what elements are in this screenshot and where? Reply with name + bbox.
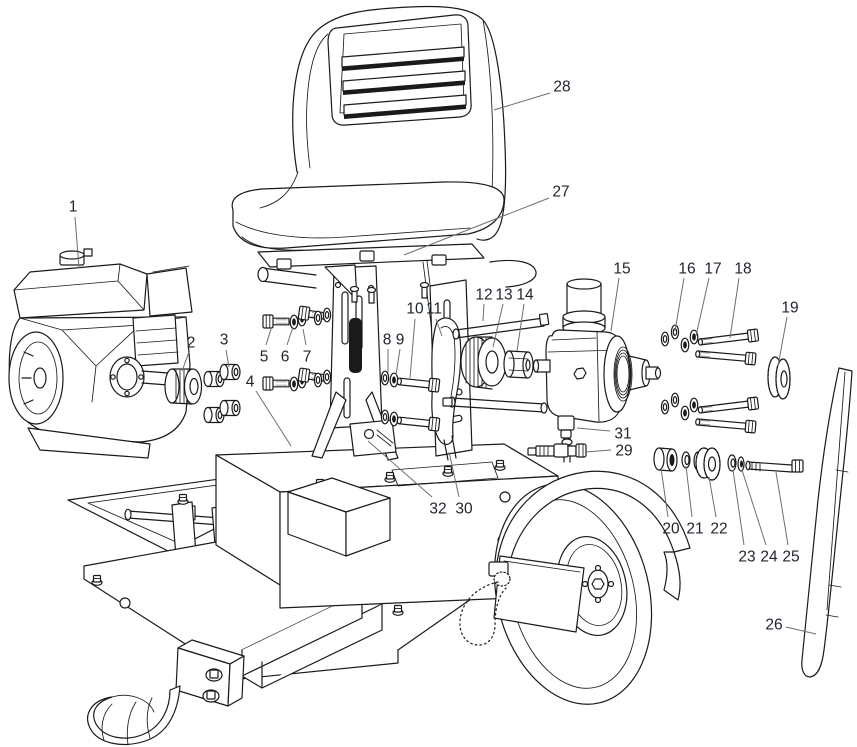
callout-leader-15 xyxy=(610,277,620,332)
callout-label-21: 21 xyxy=(686,521,703,538)
seat xyxy=(231,5,507,251)
callout-leader-31 xyxy=(576,427,611,432)
callout-leader-24 xyxy=(741,469,767,546)
callout-leader-13 xyxy=(492,303,504,348)
callout-label-29: 29 xyxy=(615,443,632,460)
callout-leader-14 xyxy=(516,303,525,352)
chain-guard-strip xyxy=(801,367,853,678)
callout-leader-22 xyxy=(708,476,717,518)
callout-leader-19 xyxy=(777,316,788,367)
axle-washers-outer xyxy=(727,454,745,472)
callout-leader-2 xyxy=(181,351,190,372)
gearbox xyxy=(532,278,662,439)
callout-leader-17 xyxy=(695,277,710,337)
callout-label-3: 3 xyxy=(220,332,229,349)
callout-leader-11 xyxy=(435,318,443,337)
callout-label-13: 13 xyxy=(495,287,512,304)
callout-leader-23 xyxy=(732,469,745,546)
pivot-bracket xyxy=(349,419,397,457)
callout-leader-7 xyxy=(302,328,307,346)
callout-leader-12 xyxy=(482,303,485,322)
pulley-hub xyxy=(503,350,534,379)
engine xyxy=(8,248,193,459)
callout-label-2: 2 xyxy=(187,335,196,352)
washers-and-bolts-right-top xyxy=(660,324,760,366)
callout-leader-18 xyxy=(729,277,740,339)
callout-leader-4 xyxy=(255,390,292,447)
chain-sprocket-small xyxy=(767,356,791,400)
callout-label-18: 18 xyxy=(734,261,751,278)
idler-shafts xyxy=(442,313,550,414)
callout-label-17: 17 xyxy=(704,261,721,278)
callout-leader-5 xyxy=(265,328,272,346)
callout-label-26: 26 xyxy=(765,617,782,634)
callout-leader-1 xyxy=(74,216,80,269)
callout-label-24: 24 xyxy=(760,549,778,566)
callout-leader-10 xyxy=(409,318,416,379)
bolt-set-left-bottom xyxy=(262,367,332,392)
fender xyxy=(493,470,691,633)
callout-label-27: 27 xyxy=(552,184,569,201)
callout-label-10: 10 xyxy=(406,301,424,318)
drive-chain xyxy=(459,561,511,646)
axle-bolt xyxy=(745,459,804,473)
callout-leader-30 xyxy=(448,451,460,498)
hitch-ball-elbow xyxy=(87,685,181,746)
bolt-set-left-top xyxy=(262,305,332,330)
callout-leader-32 xyxy=(367,440,433,498)
callout-leader-28 xyxy=(493,92,551,111)
callout-label-16: 16 xyxy=(678,261,695,278)
callout-label-32: 32 xyxy=(429,501,446,518)
callout-leader-3 xyxy=(225,349,230,368)
callout-label-1: 1 xyxy=(69,199,78,216)
callout-leader-26 xyxy=(785,626,817,635)
callout-label-6: 6 xyxy=(281,349,290,366)
spacers xyxy=(203,363,241,424)
axle-sprocket xyxy=(693,447,721,481)
callout-label-14: 14 xyxy=(516,287,534,304)
callout-leader-29 xyxy=(584,449,612,453)
callout-label-28: 28 xyxy=(553,79,570,96)
deck-box xyxy=(287,477,391,557)
timing-pulley xyxy=(460,336,507,390)
callout-leader-9 xyxy=(395,348,401,376)
seat-mount xyxy=(257,243,537,304)
callout-label-19: 19 xyxy=(781,300,798,317)
callout-leader-25 xyxy=(775,471,789,546)
callout-leader-20 xyxy=(660,467,669,518)
callout-label-22: 22 xyxy=(710,521,727,538)
callout-leader-21 xyxy=(685,465,693,518)
callout-label-12: 12 xyxy=(475,287,492,304)
axle-washer xyxy=(681,451,691,469)
callout-leader-16 xyxy=(674,277,685,332)
axle-spacer xyxy=(653,447,678,472)
callout-label-25: 25 xyxy=(782,549,799,566)
callout-label-11: 11 xyxy=(426,301,442,318)
callout-label-5: 5 xyxy=(260,349,269,366)
callout-leader-6 xyxy=(286,326,294,346)
callout-label-20: 20 xyxy=(662,521,680,538)
callout-label-31: 31 xyxy=(614,426,631,443)
callout-label-4: 4 xyxy=(246,374,255,391)
engine-pulley xyxy=(164,368,203,405)
callout-leader-27 xyxy=(403,197,550,256)
washers-and-bolts-right-bottom xyxy=(660,392,760,434)
callout-label-23: 23 xyxy=(738,549,755,566)
callout-label-15: 15 xyxy=(613,261,630,278)
callout-label-7: 7 xyxy=(303,349,312,366)
callout-label-9: 9 xyxy=(396,332,405,349)
callout-label-30: 30 xyxy=(455,501,473,518)
callout-label-8: 8 xyxy=(383,332,392,349)
hitch-coupler xyxy=(175,639,245,707)
shaft-fitting xyxy=(527,443,587,458)
